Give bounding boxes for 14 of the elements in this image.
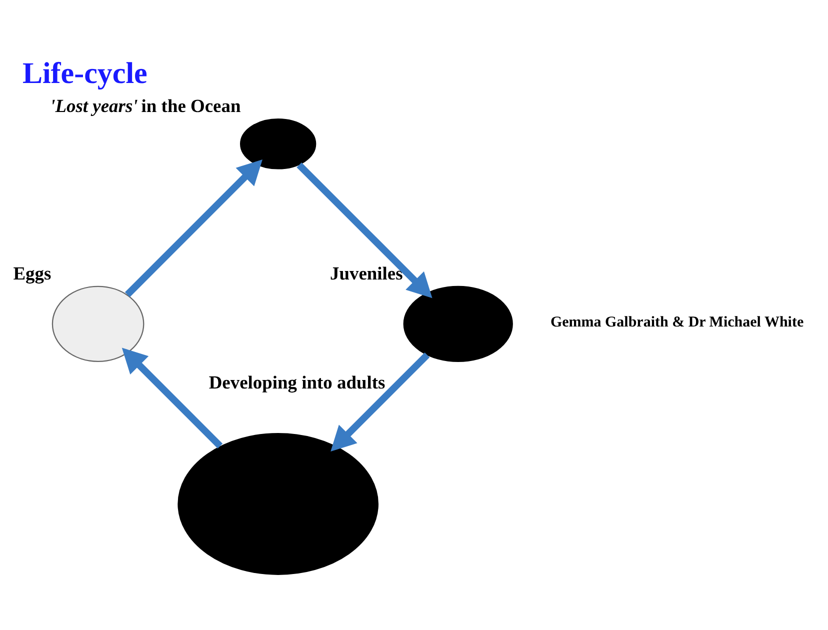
edge-label: Developing into adults (208, 372, 386, 392)
arrow (296, 162, 432, 298)
node-circle (52, 286, 144, 362)
node-label: 'Lost years' in the Ocean (50, 96, 241, 116)
node-circle (403, 286, 513, 362)
arrow (330, 352, 430, 452)
arrow (124, 160, 262, 298)
node-circle (240, 118, 316, 170)
label: Gemma Galbraith & Dr Michael White (550, 314, 804, 331)
node-label: Eggs (13, 263, 52, 284)
arrow (122, 348, 223, 448)
node-circle (178, 432, 378, 575)
node-label: Juveniles (330, 263, 403, 284)
diagram-title: Life-cycle (22, 57, 148, 90)
